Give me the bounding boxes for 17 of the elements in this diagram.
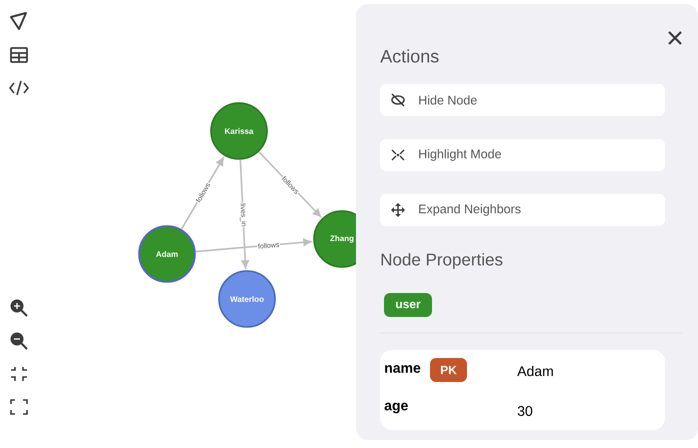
section-heading: Actions [380,49,439,63]
action-button: Highlight Mode [380,139,665,171]
property-table [380,350,665,430]
graph-node: Waterloo [218,270,276,328]
graph-node: Adam [138,225,196,283]
property-value: 30 [518,406,532,416]
arrow [196,238,312,252]
arrow [180,157,224,230]
action-button: Hide Node [380,84,665,116]
arrow [258,151,321,217]
section-heading: Node Properties [382,253,502,269]
graph-node: Karissa [210,102,268,160]
tag: user [384,293,432,317]
tag: PK [430,358,467,382]
property-name: age [384,402,408,414]
property-value: Adam [517,366,553,376]
action-button: Expand Neighbors [380,194,665,226]
